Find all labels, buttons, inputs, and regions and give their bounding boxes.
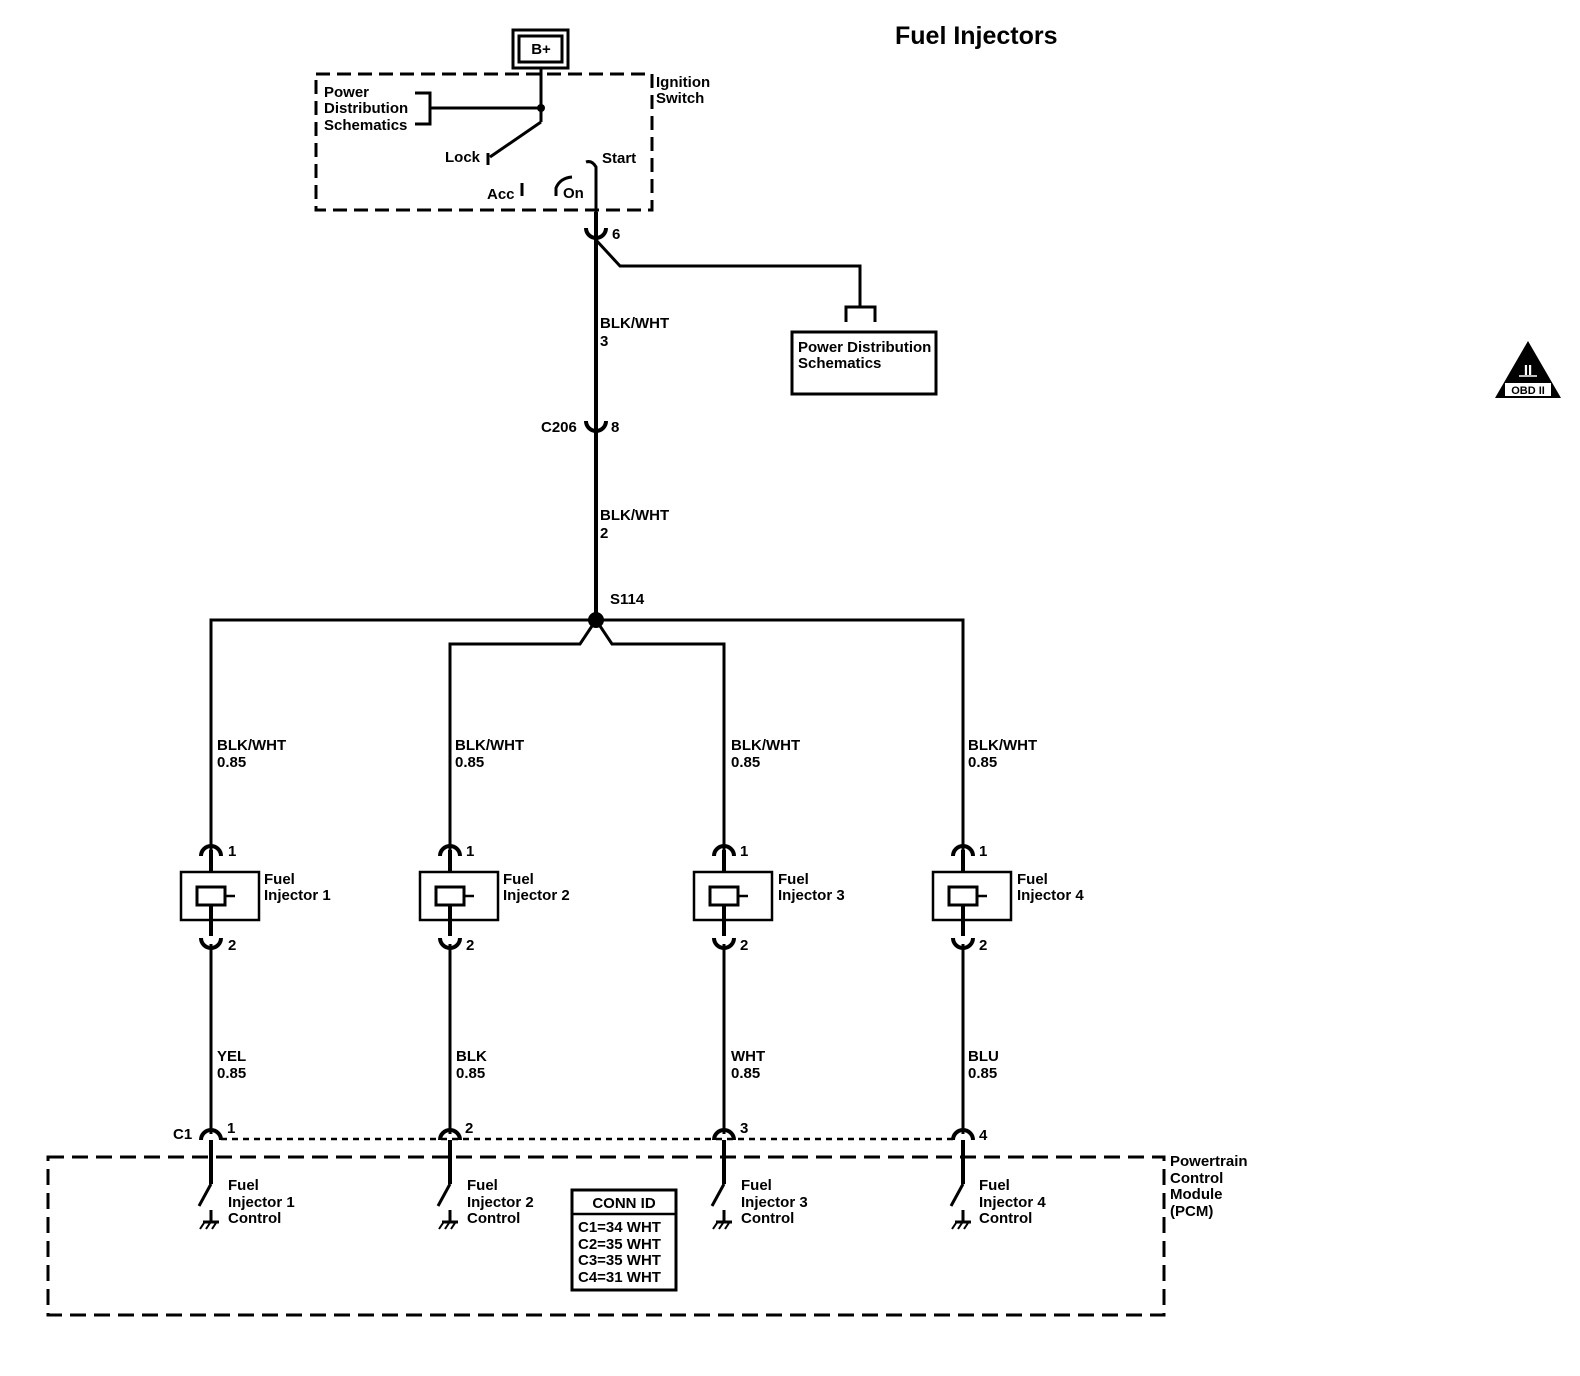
inj4-control-1: Fuel <box>979 1177 1010 1194</box>
injector-2 <box>418 844 500 1231</box>
inj2-label-1: Fuel <box>503 871 534 888</box>
inj1-label-2: Injector 1 <box>264 887 331 904</box>
inj1-bottom-wire: YEL <box>217 1048 246 1065</box>
inj4-top-wire: BLK/WHT <box>968 737 1037 754</box>
pcm-enclosure <box>46 1155 1166 1317</box>
inj2-control-1: Fuel <box>467 1177 498 1194</box>
injector-1 <box>179 844 261 1231</box>
inj1-top-size: 0.85 <box>217 754 246 771</box>
inj4-bottom-wire: BLU <box>968 1048 999 1065</box>
inj1-bottom-size: 0.85 <box>217 1065 246 1082</box>
power-dist-box-line-1: Power Distribution <box>798 339 931 356</box>
pcm-pin-1: 1 <box>227 1120 235 1137</box>
inj1-control-1: Fuel <box>228 1177 259 1194</box>
inj4-label-2: Injector 4 <box>1017 887 1084 904</box>
inj4-label-1: Fuel <box>1017 871 1048 888</box>
inj2-bottom-size: 0.85 <box>456 1065 485 1082</box>
wire-circuit-1: 3 <box>600 333 608 350</box>
diagram-title: Fuel Injectors <box>895 22 1058 50</box>
inj1-control-3: Control <box>228 1210 281 1227</box>
power-dist-ref-2: Distribution <box>324 100 408 117</box>
inj3-control-3: Control <box>741 1210 794 1227</box>
inj3-control-1: Fuel <box>741 1177 772 1194</box>
ignition-switch-label-1: Ignition <box>656 74 710 91</box>
inj2-control-2: Injector 2 <box>467 1194 534 1211</box>
inj3-control-2: Injector 3 <box>741 1194 808 1211</box>
conn-id-row-2: C2=35 WHT <box>578 1236 661 1253</box>
switch-pos-lock: Lock <box>445 149 481 166</box>
inj2-control-3: Control <box>467 1210 520 1227</box>
splice-label: S114 <box>610 591 645 608</box>
conn-id-row-4: C4=31 WHT <box>578 1269 661 1286</box>
inj3-pin-out: 2 <box>740 937 748 954</box>
inj1-label-1: Fuel <box>264 871 295 888</box>
inj3-bottom-wire: WHT <box>731 1048 765 1065</box>
conn-id-row-1: C1=34 WHT <box>578 1219 661 1236</box>
switch-pos-on: On <box>563 185 584 202</box>
ignition-pin: 6 <box>612 226 620 243</box>
obd-numeral: II <box>1524 362 1532 379</box>
inj3-label-2: Injector 3 <box>778 887 845 904</box>
obd-ii-icon: II OBD II <box>1495 341 1561 398</box>
pcm-label-3: Module <box>1170 1186 1223 1203</box>
inj3-pin-in: 1 <box>740 843 748 860</box>
power-dist-box-line-2: Schematics <box>798 355 881 372</box>
inj2-bottom-wire: BLK <box>456 1048 487 1065</box>
injector-4 <box>931 844 1013 1231</box>
inj3-bottom-size: 0.85 <box>731 1065 760 1082</box>
inj4-bottom-size: 0.85 <box>968 1065 997 1082</box>
pcm-pin-3: 3 <box>740 1120 748 1137</box>
power-dist-ref-3: Schematics <box>324 117 407 134</box>
inj1-control-2: Injector 1 <box>228 1194 295 1211</box>
pcm-label-2: Control <box>1170 1170 1223 1187</box>
conn-id-row-3: C3=35 WHT <box>578 1252 661 1269</box>
inj4-pin-in: 1 <box>979 843 987 860</box>
pcm-label-4: (PCM) <box>1170 1203 1213 1220</box>
inj3-label-1: Fuel <box>778 871 809 888</box>
inj1-pin-out: 2 <box>228 937 236 954</box>
injector-3 <box>692 844 774 1231</box>
inj2-top-wire: BLK/WHT <box>455 737 524 754</box>
inj2-pin-in: 1 <box>466 843 474 860</box>
inj1-pin-in: 1 <box>228 843 236 860</box>
inj2-pin-out: 2 <box>466 937 474 954</box>
battery-label: B+ <box>531 41 551 58</box>
switch-pos-acc: Acc <box>487 186 515 203</box>
inj3-top-wire: BLK/WHT <box>731 737 800 754</box>
switch-pos-start: Start <box>602 150 636 167</box>
wire-circuit-2: 2 <box>600 525 608 542</box>
inj4-top-size: 0.85 <box>968 754 997 771</box>
wire-color-2: BLK/WHT <box>600 507 669 524</box>
conn-id-header: CONN ID <box>592 1195 656 1212</box>
inj4-control-3: Control <box>979 1210 1032 1227</box>
inj1-top-wire: BLK/WHT <box>217 737 286 754</box>
power-distribution-box <box>790 330 938 396</box>
pcm-pin-2: 2 <box>465 1120 473 1137</box>
connector-c208: C206 <box>541 419 577 436</box>
obd-badge-text: OBD II <box>1511 385 1545 397</box>
battery-box: B+ <box>511 28 570 70</box>
ignition-switch-enclosure <box>314 72 654 212</box>
pcm-connector-label: C1 <box>173 1126 192 1143</box>
inj4-control-2: Injector 4 <box>979 1194 1046 1211</box>
inj3-top-size: 0.85 <box>731 754 760 771</box>
power-dist-ref-1: Power <box>324 84 369 101</box>
inj2-top-size: 0.85 <box>455 754 484 771</box>
wire-color-1: BLK/WHT <box>600 315 669 332</box>
connector-c208-pin: 8 <box>611 419 619 436</box>
conn-id-table: CONN ID C1=34 WHT C2=35 WHT C3=35 WHT C4… <box>570 1188 678 1292</box>
ignition-switch <box>430 68 598 212</box>
pcm-pin-4: 4 <box>979 1127 988 1144</box>
inj2-label-2: Injector 2 <box>503 887 570 904</box>
pcm-label-1: Powertrain <box>1170 1153 1248 1170</box>
ignition-switch-label-2: Switch <box>656 90 704 107</box>
inj4-pin-out: 2 <box>979 937 987 954</box>
